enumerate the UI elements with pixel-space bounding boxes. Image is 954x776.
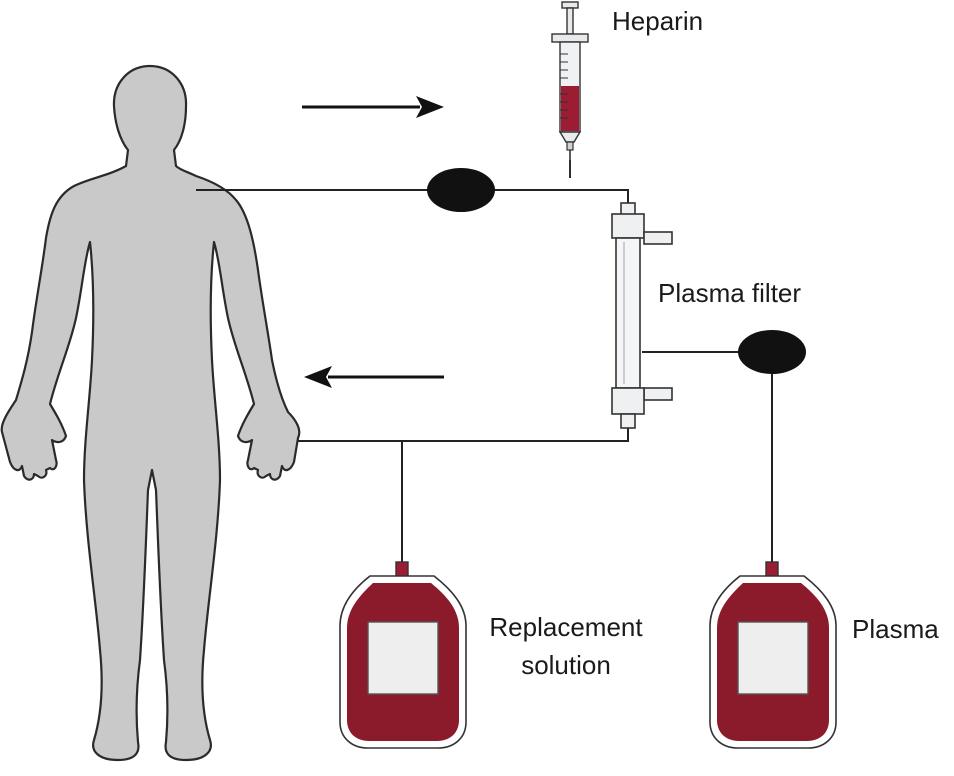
arrow-right-icon [302,96,444,118]
human-body-icon [0,64,301,762]
tubing [196,160,773,562]
arrow-left-icon [304,366,444,388]
pump-icon [738,330,806,374]
syringe-icon [551,1,589,178]
replacement-solution-label-line2: solution [521,650,611,680]
fluid-bag-icon [339,561,467,749]
plasma-filter-icon [611,202,673,429]
plasma-filter-label: Plasma filter [658,278,802,308]
replacement-solution-label-line1: Replacement [489,612,643,642]
pump-icon [427,168,495,212]
fluid-bag-icon [709,561,837,749]
heparin-label: Heparin [612,6,704,36]
plasma-label: Plasma [852,614,939,644]
